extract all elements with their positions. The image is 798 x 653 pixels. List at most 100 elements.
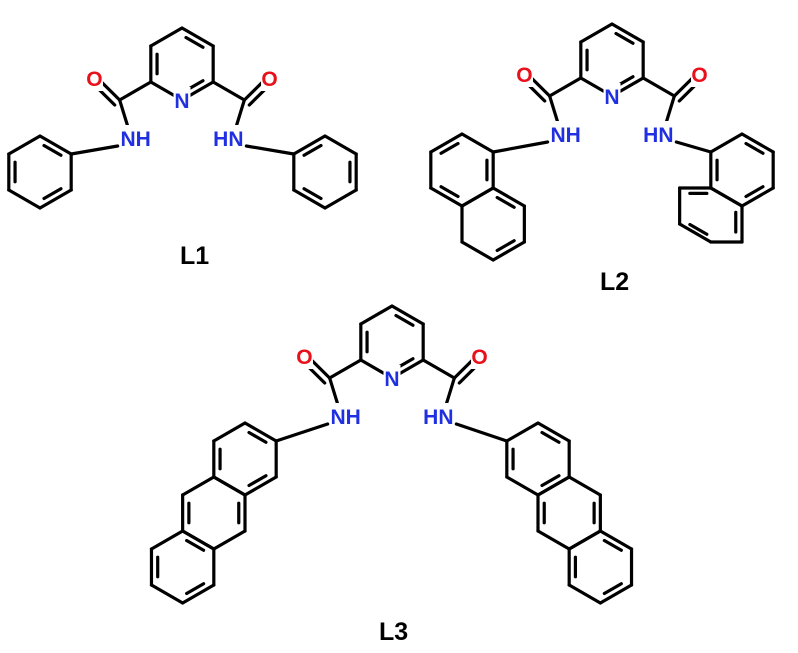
naphthyl-ring-right-b-bond xyxy=(709,186,744,208)
pyridine-nitrogen: N xyxy=(384,368,399,391)
amide-bond-left xyxy=(548,76,583,98)
pyridine-nitrogen-mask xyxy=(383,365,401,391)
naphthyl-ring-right-a-double-bond xyxy=(744,141,765,155)
amide-n-bond-left xyxy=(118,98,130,128)
naphthyl-ring-left-a-bond xyxy=(429,186,464,208)
anthryl-right-ring-0-bond xyxy=(505,421,540,443)
anthryl-right-ring-2-bond xyxy=(567,583,602,605)
oxygen-left: O xyxy=(516,64,532,87)
phenyl-ring-right-bond xyxy=(323,188,358,210)
naphthyl-ring-left-b-bond xyxy=(491,186,526,208)
oxygen-left: O xyxy=(296,346,312,369)
anthryl-left-ring-2-double-bond xyxy=(185,582,206,596)
phenyl-ring-right-bond xyxy=(292,134,327,156)
n-aryl-bond-right xyxy=(674,140,713,154)
amide-nh-left: NH xyxy=(330,406,360,429)
oxygen-right: O xyxy=(471,346,487,369)
anthryl-right-ring-1-bond xyxy=(536,475,571,497)
pyridine-ring-double-bond xyxy=(394,313,415,327)
caption-l1: L1 xyxy=(180,242,209,270)
anthryl-left-ring-2-bond xyxy=(149,529,185,551)
caption-l2: L2 xyxy=(600,268,629,296)
pyridine-ring-double-bond xyxy=(614,31,635,45)
phenyl-ring-left-bond xyxy=(7,134,42,156)
naphthyl-ring-left-b-bond xyxy=(460,186,495,208)
n-aryl-bond-right xyxy=(244,144,296,156)
amide-n-bond-right xyxy=(444,376,456,406)
amide-bond-right xyxy=(641,76,676,98)
phenyl-ring-left-double-bond xyxy=(42,187,63,201)
amide-n-bond-left xyxy=(548,94,560,124)
pyridine-nitrogen: N xyxy=(174,90,189,113)
anthryl-right-ring-2-double-bond xyxy=(602,582,623,596)
naphthyl-ring-left-b-double-bond xyxy=(495,239,516,253)
anthryl-left-ring-0-bond xyxy=(243,421,278,443)
amide-hn-right-mask xyxy=(423,403,454,429)
naphthyl-ring-right-a-bond xyxy=(709,132,744,154)
naphthyl-ring-left-a-bond xyxy=(429,132,464,154)
anthryl-right-ring-2-bond xyxy=(598,529,634,551)
carbonyl-bond-left xyxy=(530,77,552,98)
carbonyl-bond-right xyxy=(452,359,474,380)
pyridine-ring-bond xyxy=(149,26,184,48)
naphthyl-ring-left-b-bond xyxy=(491,240,526,262)
carbonyl-bond-right xyxy=(242,81,264,102)
pyridine-ring-bond xyxy=(390,304,425,326)
anthryl-right-ring-0-double-bond xyxy=(540,430,561,444)
anthryl-left-ring-1-bond xyxy=(181,475,216,497)
carbonyl-bond-right xyxy=(672,77,694,98)
pyridine-ring-bond xyxy=(359,304,394,326)
naphthyl-ring-left-b-double-bond xyxy=(495,195,516,209)
oxygen-right-mask xyxy=(691,61,709,87)
amide-nh-left-mask xyxy=(330,403,361,429)
naphthyl-ring-right-b-bond xyxy=(678,222,713,244)
naphthyl-ring-left-a-bond xyxy=(460,132,495,154)
anthryl-left-ring-0-double-bond xyxy=(247,430,268,444)
carbonyl-bond-left xyxy=(100,81,122,102)
anthryl-right-ring-2-bond xyxy=(598,583,634,605)
anthryl-left-ring-2-bond xyxy=(149,583,185,605)
anthryl-left-ring-0-bond xyxy=(243,475,278,497)
amide-n-bond-right xyxy=(234,98,246,128)
n-aryl-bond-left xyxy=(69,144,120,156)
naphthyl-ring-left-b-bond xyxy=(460,240,495,262)
amide-hn-right-mask xyxy=(213,125,244,151)
phenyl-ring-left-bond xyxy=(7,188,42,210)
amide-hn-right: HN xyxy=(213,128,243,151)
oxygen-left-mask xyxy=(85,65,103,91)
amide-bond-right xyxy=(421,358,456,380)
anthryl-right-ring-0-bond xyxy=(505,475,540,497)
oxygen-right-mask xyxy=(261,65,279,91)
amide-bond-left xyxy=(328,358,363,380)
anthryl-left-ring-1-bond xyxy=(212,475,247,497)
anthryl-left-ring-1-bond xyxy=(212,529,247,551)
caption-l3: L3 xyxy=(379,618,408,646)
anthryl-right-ring-2-bond xyxy=(567,529,602,551)
anthryl-left-ring-2-double-bond xyxy=(185,538,206,552)
amide-n-bond-right xyxy=(664,94,676,124)
phenyl-ring-right-double-bond xyxy=(302,143,323,157)
anthryl-right-ring-2-double-bond xyxy=(602,538,623,552)
n-aryl-bond-left xyxy=(491,140,550,154)
anthryl-right-ring-0-double-bond xyxy=(540,474,561,488)
amide-nh-left-mask xyxy=(550,121,581,147)
phenyl-ring-right-double-bond xyxy=(302,187,323,201)
anthryl-left-ring-0-double-bond xyxy=(247,474,268,488)
phenyl-ring-left-bond xyxy=(38,188,73,210)
phenyl-ring-right-bond xyxy=(323,134,358,156)
anthryl-right-ring-0-bond xyxy=(536,421,571,443)
oxygen-right-mask xyxy=(471,343,489,369)
n-aryl-bond-right xyxy=(454,422,509,443)
oxygen-left: O xyxy=(86,68,102,91)
pyridine-ring-bond xyxy=(180,26,215,48)
naphthyl-ring-right-b-double-bond xyxy=(688,222,709,236)
amide-bond-right xyxy=(211,80,246,102)
n-aryl-bond-left xyxy=(274,422,330,443)
oxygen-right: O xyxy=(691,64,707,87)
amide-nh-left: NH xyxy=(550,124,580,147)
pyridine-nitrogen-mask xyxy=(603,83,621,109)
